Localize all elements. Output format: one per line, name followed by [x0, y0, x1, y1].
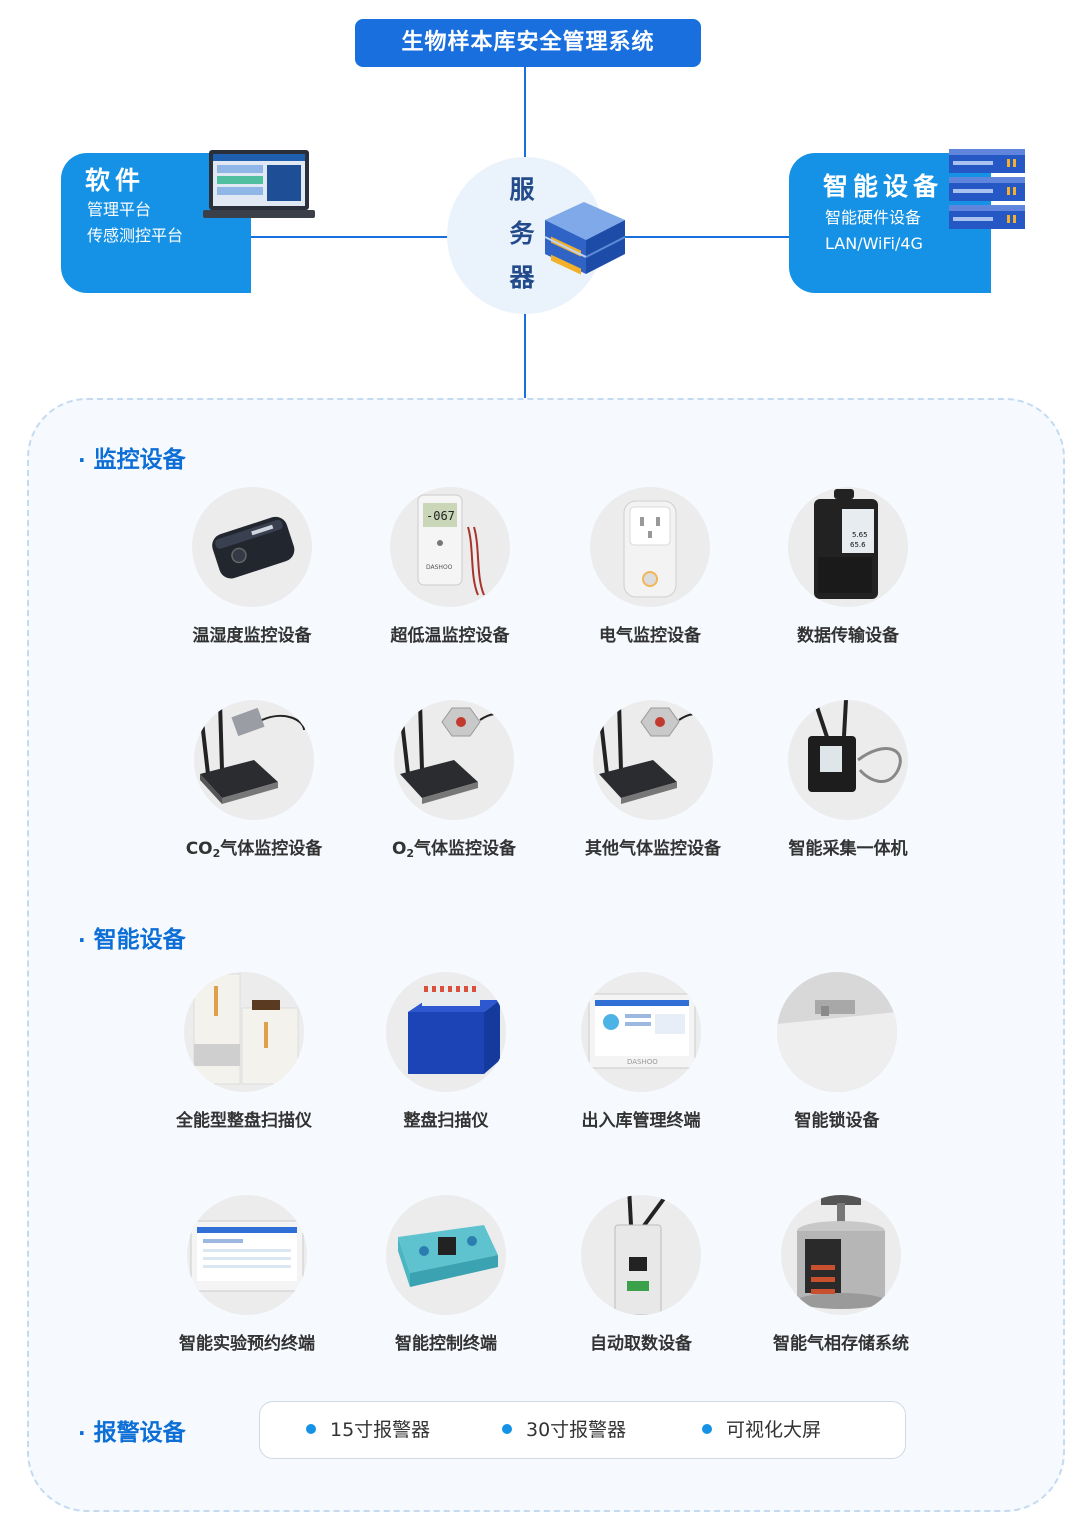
svg-text:65.6: 65.6 — [850, 541, 866, 549]
connector-server-panel — [524, 312, 526, 400]
svg-text:DASHOO: DASHOO — [627, 1058, 658, 1066]
server-char: 服 — [509, 175, 535, 204]
alarm-item: 30寸报警器 — [502, 1402, 626, 1458]
section-title-smart: ·智能设备 — [78, 927, 186, 953]
device-label: 其他气体监控设备 — [585, 839, 721, 859]
full-rack-scanner-icon — [184, 972, 304, 1092]
svg-text:DASHOO: DASHOO — [426, 564, 453, 571]
device-item: DASHOO 出入库管理终端 — [536, 972, 746, 1131]
inventory-terminal-icon: DASHOO — [581, 972, 701, 1092]
smart-line-2: LAN/WiFi/4G — [825, 234, 923, 253]
device-label: CO2气体监控设备 — [185, 839, 323, 860]
temperature-humidity-sensor-icon — [192, 487, 312, 607]
auto-data-device-icon — [581, 1195, 701, 1315]
o2-gas-monitor-icon — [394, 700, 514, 820]
software-heading: 软件 — [85, 166, 146, 195]
device-item: 整盘扫描仪 — [341, 972, 551, 1131]
device-item: 自动取数设备 — [536, 1195, 746, 1354]
device-label: 电气监控设备 — [599, 626, 701, 646]
smart-control-terminal-icon — [386, 1195, 506, 1315]
rack-scanner-icon — [386, 972, 506, 1092]
lab-booking-terminal-icon — [187, 1195, 307, 1315]
alarm-item-label: 15寸报警器 — [330, 1419, 431, 1441]
device-item: 智能控制终端 — [341, 1195, 551, 1354]
ultra-low-temperature-sensor-icon: -067 DASHOO — [390, 487, 510, 607]
device-item: 智能实验预约终端 — [142, 1195, 352, 1354]
server-char: 器 — [509, 263, 535, 292]
device-item: 5.65 65.6 数据传输设备 — [743, 487, 953, 646]
smart-heading: 智能设备 — [823, 172, 944, 201]
smart-collector-icon — [788, 700, 908, 820]
alarm-item: 15寸报警器 — [306, 1402, 430, 1458]
device-label: 自动取数设备 — [590, 1334, 692, 1354]
smart-socket-icon — [590, 487, 710, 607]
system-title: 生物样本库安全管理系统 — [355, 19, 701, 67]
svg-text:5.65: 5.65 — [852, 531, 868, 539]
device-item: CO2气体监控设备 — [149, 700, 359, 860]
section-title-text: 报警设备 — [93, 1420, 186, 1446]
vapor-storage-system-icon — [781, 1195, 901, 1315]
co2-gas-monitor-icon — [194, 700, 314, 820]
device-item: O2气体监控设备 — [349, 700, 559, 860]
svg-text:-067: -067 — [426, 509, 455, 523]
other-gas-monitor-icon — [593, 700, 713, 820]
section-title-text: 智能设备 — [93, 927, 186, 953]
device-item: 全能型整盘扫描仪 — [139, 972, 349, 1131]
software-line-1: 管理平台 — [87, 200, 152, 219]
device-label: 整盘扫描仪 — [403, 1111, 489, 1131]
alarm-item-label: 可视化大屏 — [726, 1419, 822, 1441]
device-label: 数据传输设备 — [797, 626, 899, 646]
server-label: 服 务 器 — [505, 168, 539, 300]
connector-server-smart — [604, 236, 790, 238]
section-title-monitoring: ·监控设备 — [78, 447, 186, 473]
data-transmission-unit-icon: 5.65 65.6 — [788, 487, 908, 607]
smart-lock-icon — [777, 972, 897, 1092]
device-label: 温湿度监控设备 — [192, 626, 312, 646]
device-label: 全能型整盘扫描仪 — [176, 1111, 312, 1131]
device-label: 出入库管理终端 — [581, 1111, 701, 1131]
connector-software-server — [251, 236, 448, 238]
device-label: 智能气相存储系统 — [773, 1334, 909, 1354]
device-item: -067 DASHOO 超低温监控设备 — [345, 487, 555, 646]
section-title-text: 监控设备 — [93, 447, 186, 473]
device-item: 电气监控设备 — [545, 487, 755, 646]
device-label: 智能实验预约终端 — [179, 1334, 315, 1354]
device-item: 智能气相存储系统 — [736, 1195, 946, 1354]
device-item: 温湿度监控设备 — [147, 487, 357, 646]
bullet-icon — [306, 1423, 316, 1434]
alarm-item: 可视化大屏 — [702, 1402, 821, 1458]
device-label: 超低温监控设备 — [390, 626, 510, 646]
server-char: 务 — [509, 219, 535, 248]
device-item: 其他气体监控设备 — [548, 700, 758, 859]
alarm-item-label: 30寸报警器 — [526, 1419, 627, 1441]
section-title-alarm: ·报警设备 — [78, 1420, 186, 1446]
bullet-icon — [702, 1423, 712, 1434]
server-rack-icon — [949, 149, 1025, 229]
device-item: 智能采集一体机 — [743, 700, 953, 859]
device-label: 智能锁设备 — [794, 1111, 880, 1131]
connector-title-server — [524, 67, 526, 159]
bullet-icon — [502, 1423, 512, 1434]
laptop-icon — [203, 150, 315, 218]
device-label: O2气体监控设备 — [391, 839, 517, 860]
device-label: 智能采集一体机 — [788, 839, 908, 859]
device-label: 智能控制终端 — [395, 1334, 497, 1354]
alarm-list: 15寸报警器 30寸报警器 可视化大屏 — [259, 1401, 906, 1459]
software-line-2: 传感测控平台 — [87, 226, 184, 245]
smart-line-1: 智能硬件设备 — [825, 208, 922, 227]
server-icon — [544, 202, 626, 275]
device-item: 智能锁设备 — [732, 972, 942, 1131]
